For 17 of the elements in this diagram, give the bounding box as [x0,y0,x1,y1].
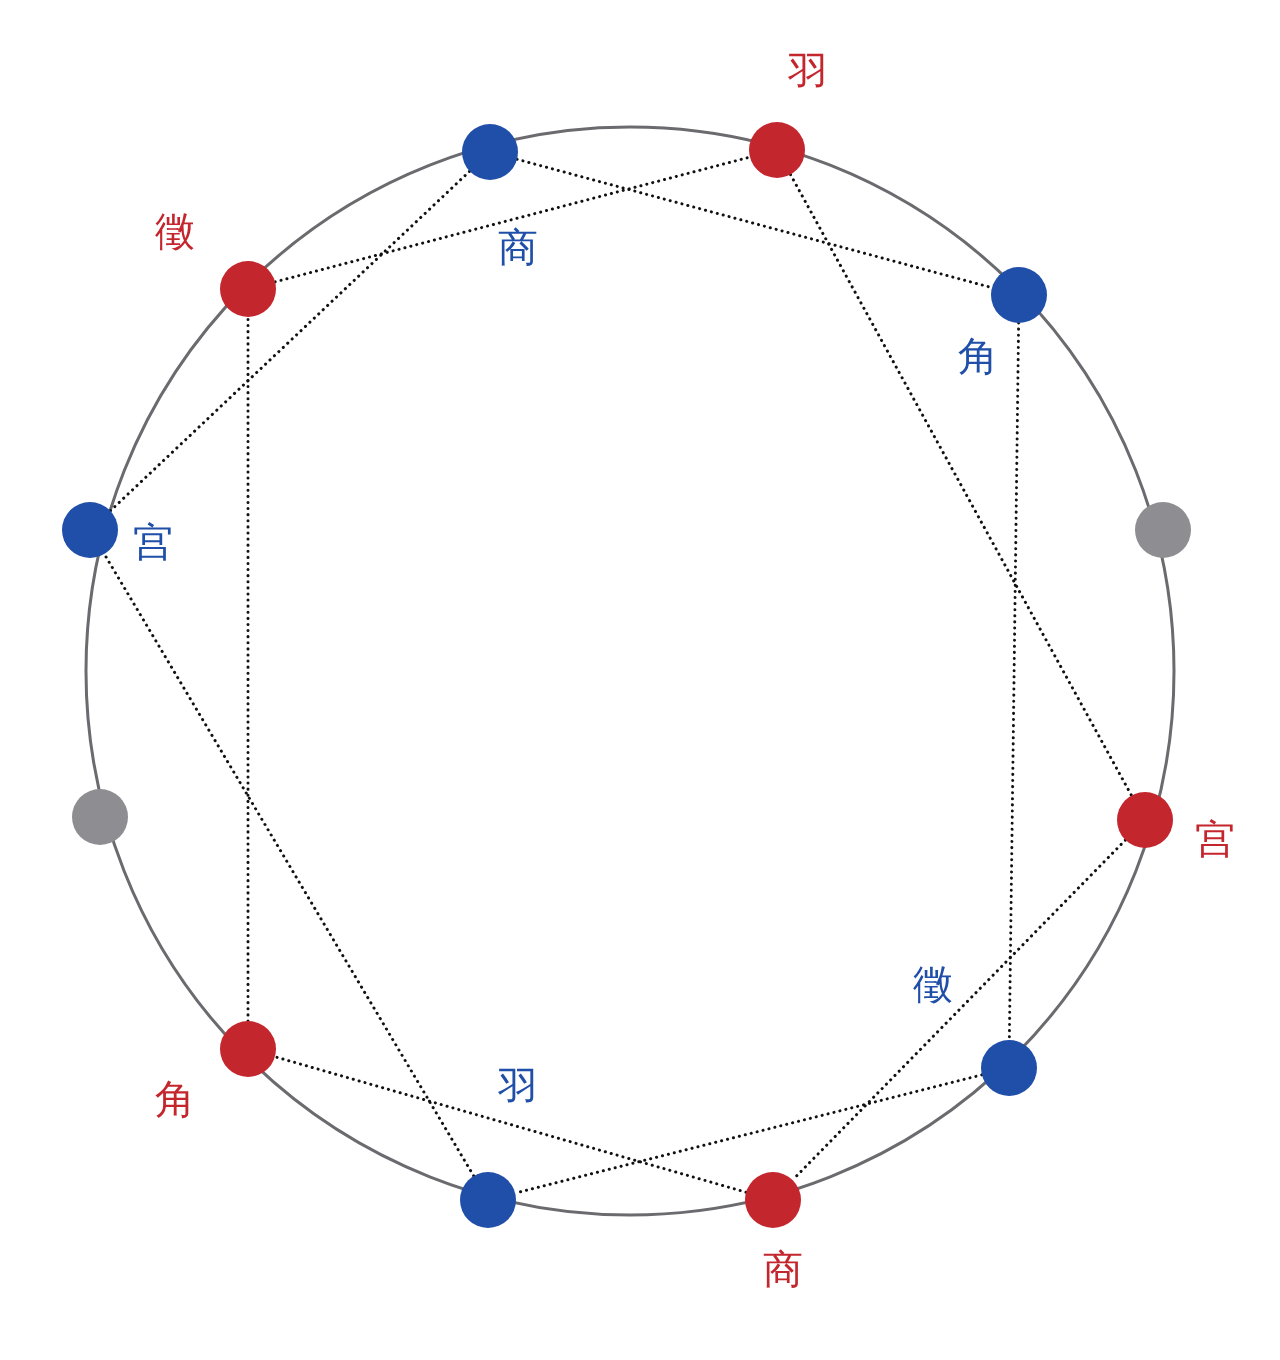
note-label: 徵 [155,210,195,254]
note-label: 宫 [1195,818,1235,862]
note-label: 角 [155,1078,195,1122]
dotted-line [246,315,250,1023]
note-label: 徵 [913,963,953,1007]
note-dot [72,789,128,845]
note-label: 商 [763,1248,803,1292]
dotted-line [789,173,1133,797]
dotted-line [273,155,752,284]
note-label: 羽 [498,1065,538,1109]
note-label: 商 [498,226,538,270]
dotted-line [273,1055,748,1194]
note-label: 羽 [788,50,828,94]
dotted-line [108,169,472,513]
note-label: 角 [958,335,998,379]
note-label: 宫 [133,521,173,565]
note-dot [1135,502,1191,558]
